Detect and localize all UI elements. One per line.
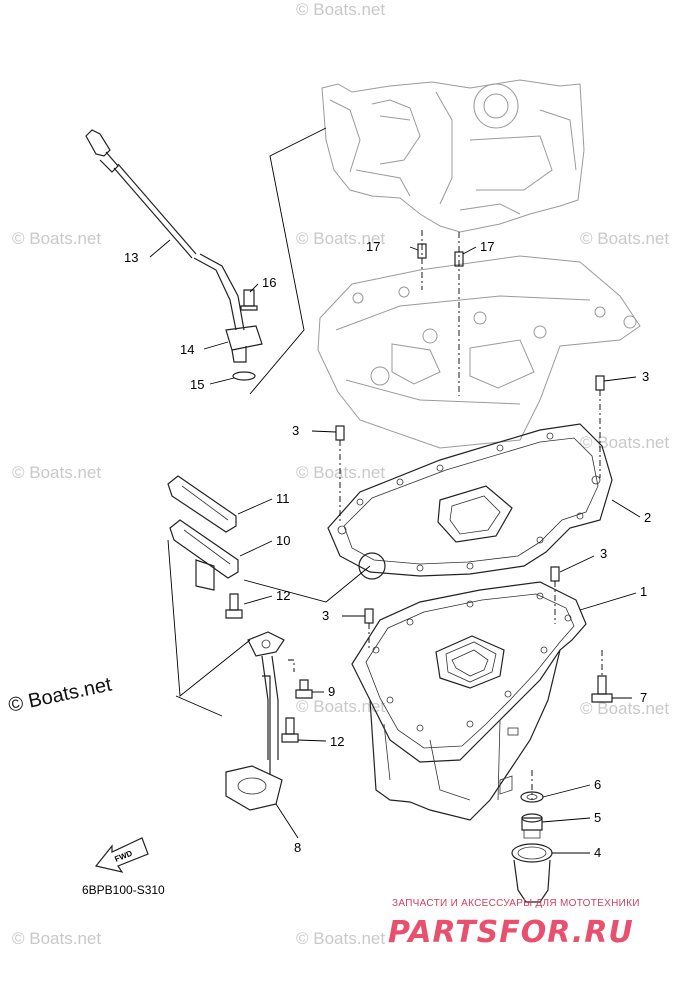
watermark: © Boats.net	[296, 229, 385, 248]
leader-lines	[149, 239, 641, 854]
callout-6: 6	[594, 777, 601, 792]
callout-14: 14	[180, 342, 194, 357]
footer-tagline: ЗАПЧАСТИ И АКСЕССУАРЫ ДЛЯ МОТОТЕХНИКИ	[392, 898, 640, 909]
callout-8: 8	[294, 840, 301, 855]
callout-labels: 17 17 13 16 14 15 3 3 2 11 10 3 12 1 3 9…	[124, 239, 651, 860]
callout-15: 15	[190, 377, 204, 392]
dipstick-tube-flange-icon	[225, 325, 263, 351]
plate-10-icon	[169, 519, 239, 579]
dowel-pins-17	[417, 230, 464, 396]
callout-12: 12	[330, 734, 344, 749]
watermark: © Boats.net	[580, 433, 669, 452]
gasket-11-icon	[167, 475, 237, 533]
callout-3: 3	[322, 608, 329, 623]
forward-arrow-icon	[94, 837, 149, 873]
callout-11: 11	[276, 491, 290, 506]
o-ring-icon	[232, 371, 256, 381]
fwd-arrow: FWD	[94, 837, 149, 873]
callout-3: 3	[642, 369, 649, 384]
watermark: © Boats.net	[12, 463, 101, 482]
bolt-9	[295, 679, 313, 699]
callout-7: 7	[640, 690, 647, 705]
callout-4: 4	[594, 845, 601, 860]
reference-lines-left	[167, 539, 371, 717]
bolt-7	[591, 650, 613, 703]
callout-16: 16	[262, 275, 276, 290]
watermark: © Boats.net	[296, 697, 385, 716]
callout-1: 1	[640, 584, 647, 599]
watermark: © Boats.net	[296, 929, 385, 948]
callout-5: 5	[594, 810, 601, 825]
watermark: © Boats.net	[296, 0, 385, 19]
drain-parts	[511, 770, 553, 903]
drain-plug-icon	[521, 817, 543, 831]
footer-branding: ЗАПЧАСТИ И АКСЕССУАРЫ ДЛЯ МОТОТЕХНИКИ PA…	[388, 898, 640, 950]
callout-17: 17	[366, 239, 380, 254]
bolt-12-upper	[225, 593, 243, 619]
dipstick-handle-icon	[85, 129, 111, 157]
watermark-prominent: © Boats.net	[6, 673, 114, 716]
diagram-code: 6BPB100-S310	[82, 883, 165, 897]
plate-parts	[167, 475, 239, 591]
engine-block-ghost	[321, 79, 585, 233]
callout-9: 9	[328, 684, 335, 699]
oil-strainer-part-8	[225, 631, 285, 811]
dowel-pins-3	[335, 375, 605, 650]
gasket-part-2	[327, 423, 613, 580]
watermark: © Boats.net	[580, 229, 669, 248]
watermark: © Boats.net	[12, 229, 101, 248]
bolt-12-lower	[281, 717, 299, 743]
watermark: © Boats.net	[580, 699, 669, 718]
watermark: © Boats.net	[12, 929, 101, 948]
callout-3: 3	[600, 546, 607, 561]
footer-logo: PARTSFOR.RU	[388, 915, 634, 950]
reference-lines-upper	[249, 127, 327, 395]
callout-2: 2	[644, 510, 651, 525]
watermark: © Boats.net	[296, 463, 385, 482]
bolt-icon	[243, 289, 255, 307]
oil-pan-part-1	[351, 581, 587, 821]
callout-3: 3	[292, 423, 299, 438]
dipstick-assembly	[85, 129, 263, 381]
callout-10: 10	[276, 533, 290, 548]
upper-plate-ghost	[317, 255, 641, 449]
callout-12: 12	[276, 588, 290, 603]
fwd-label: FWD	[113, 849, 133, 864]
callout-13: 13	[124, 250, 138, 265]
watermark-layer: © Boats.net © Boats.net © Boats.net © Bo…	[6, 0, 669, 948]
callout-17: 17	[480, 239, 494, 254]
